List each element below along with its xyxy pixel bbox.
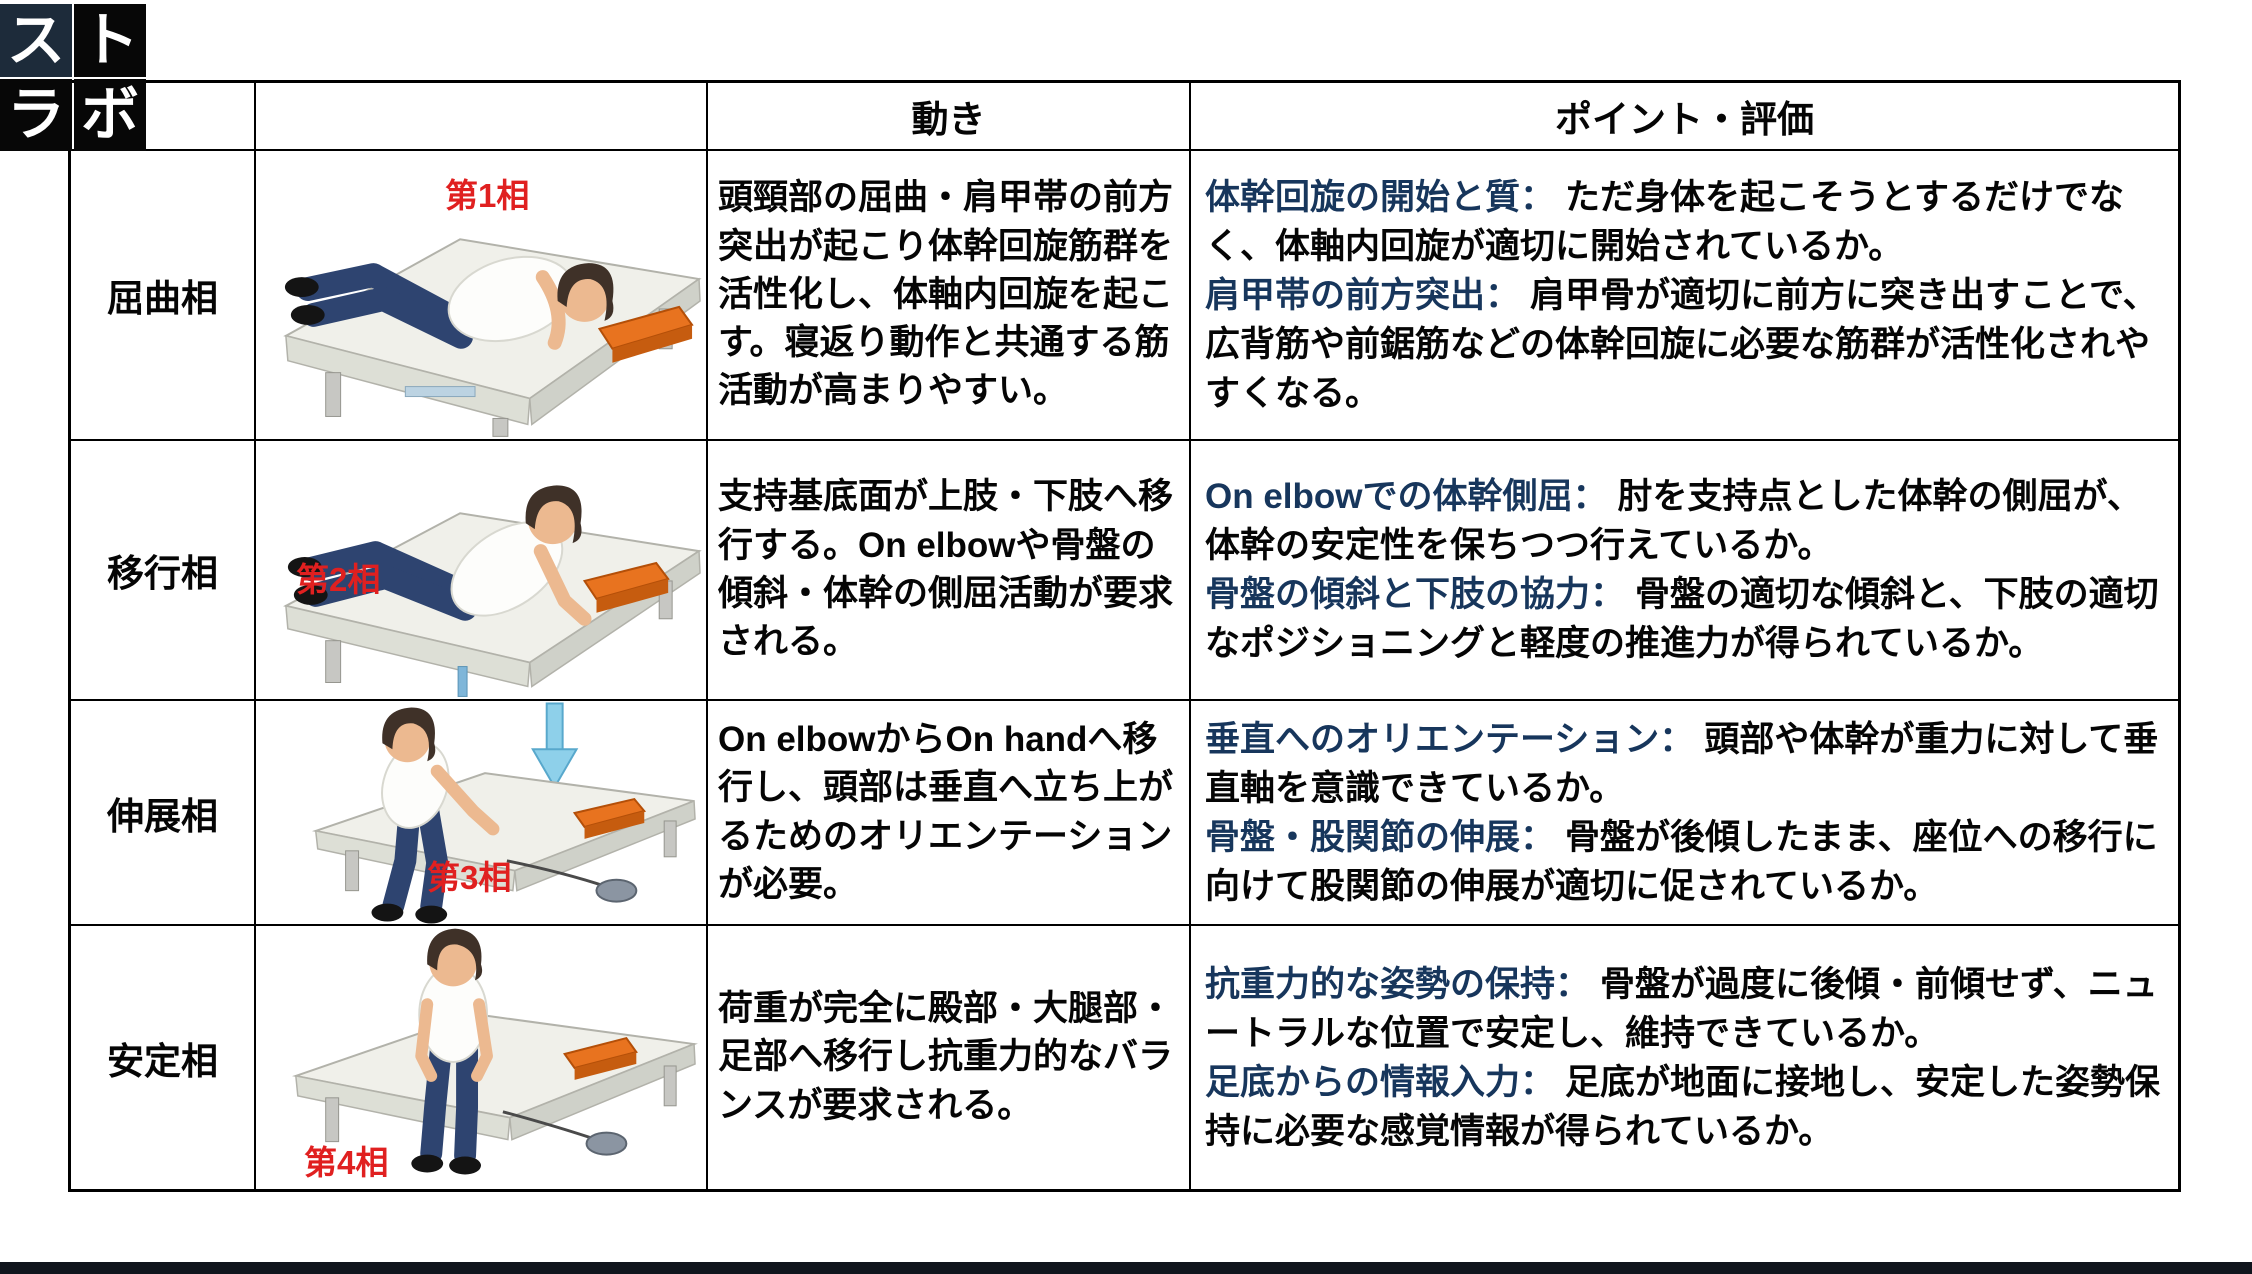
sitting-upright-illustration: [291, 928, 698, 1175]
row-label-stability-phase: 安定相: [71, 926, 254, 1189]
bottom-window-edge-bar: [0, 1262, 2252, 1274]
phase-evaluation-table: 動き ポイント・評価 屈曲相: [68, 80, 2181, 1192]
logo-tile: ラ: [0, 79, 72, 151]
point-body: 頭部や体幹が重力に対して垂直軸を意識できているか。: [1205, 719, 2159, 808]
point-body: 肩甲骨が適切に前方に突き出すことで、広背筋や前鋸筋などの体幹回旋に必要な筋群が活…: [1205, 275, 2158, 413]
point-item: 足底からの情報入力：足底が地面に接地し、安定した姿勢保持に必要な感覚情報が得られ…: [1205, 1058, 2164, 1156]
movement-text-phase-3: On elbowからOn handへ移行し、頭部は垂直へ立ち上がるためのオリエン…: [708, 701, 1189, 924]
movement-text-phase-4: 荷重が完全に殿部・大腿部・足部へ移行し抗重力的なバランスが要求される。: [708, 926, 1189, 1189]
points-text-phase-2: On elbowでの体幹側屈：肘を支持点とした体幹の側屈が、体幹の安定性を保ちつ…: [1191, 441, 2178, 699]
point-lead: 肩甲帯の前方突出：: [1205, 275, 1521, 315]
point-lead: 体幹回旋の開始と質：: [1205, 177, 1556, 217]
logo-tile: ボ: [74, 79, 146, 151]
point-lead: 骨盤・股関節の伸展：: [1205, 817, 1556, 857]
header-cell-points: ポイント・評価: [1191, 83, 2178, 149]
header-cell-movement: 動き: [708, 83, 1189, 149]
phase-tag-1: 第1相: [445, 177, 530, 214]
point-lead: 足底からの情報入力：: [1205, 1062, 1556, 1102]
phase-tag-3: 第3相: [427, 859, 512, 896]
phase-tag-4: 第4相: [304, 1144, 389, 1181]
point-lead: 骨盤の傾斜と下肢の協力：: [1205, 575, 1626, 614]
point-lead: 抗重力的な姿勢の保持：: [1205, 964, 1591, 1004]
point-item: 抗重力的な姿勢の保持：骨盤が過度に後傾・前傾せず、ニュートラルな位置で安定し、維…: [1205, 960, 2164, 1058]
points-text-phase-3: 垂直へのオリエンテーション：頭部や体幹が重力に対して垂直軸を意識できているか。 …: [1191, 701, 2178, 924]
point-lead: On elbowでの体幹側屈：: [1205, 477, 1608, 516]
on-elbow-illustration: [283, 485, 702, 697]
sutorabo-logo: ス ト ラ ボ: [0, 4, 146, 151]
points-text-phase-4: 抗重力的な姿勢の保持：骨盤が過度に後傾・前傾せず、ニュートラルな位置で安定し、維…: [1191, 926, 2178, 1189]
point-body: 足底が地面に接地し、安定した姿勢保持に必要な感覚情報が得られているか。: [1205, 1062, 2161, 1151]
logo-tile: ト: [74, 4, 146, 77]
point-body: ただ身体を起こそうとするだけでなく、体軸内回旋が適切に開始されているか。: [1205, 177, 2124, 266]
sitting-on-hand-illustration: [311, 702, 696, 924]
row-label-transition-phase: 移行相: [71, 441, 254, 699]
phase-tag-2: 第2相: [296, 561, 381, 598]
illustration-phase-3: 第3相: [256, 701, 706, 924]
point-item: On elbowでの体幹側屈：肘を支持点とした体幹の側屈が、体幹の安定性を保ちつ…: [1205, 472, 2164, 570]
movement-text-phase-2: 支持基底面が上肢・下肢へ移行する。On elbowや骨盤の傾斜・体幹の側屈活動が…: [708, 441, 1189, 699]
point-item: 体幹回旋の開始と質：ただ身体を起こそうとするだけでなく、体軸内回旋が適切に開始さ…: [1205, 173, 2164, 271]
points-text-phase-1: 体幹回旋の開始と質：ただ身体を起こそうとするだけでなく、体軸内回旋が適切に開始さ…: [1191, 151, 2178, 439]
point-item: 骨盤の傾斜と下肢の協力：骨盤の適切な傾斜と、下肢の適切なポジショニングと軽度の推…: [1205, 570, 2164, 668]
point-body: 骨盤が後傾したまま、座位への移行に向けて股関節の伸展が適切に促されているか。: [1205, 817, 2158, 906]
point-item: 垂直へのオリエンテーション：頭部や体幹が重力に対して垂直軸を意識できているか。: [1205, 715, 2164, 813]
logo-tile: ス: [0, 4, 72, 77]
point-item: 骨盤・股関節の伸展：骨盤が後傾したまま、座位への移行に向けて股関節の伸展が適切に…: [1205, 813, 2164, 911]
point-body: 骨盤が過度に後傾・前傾せず、ニュートラルな位置で安定し、維持できているか。: [1205, 964, 2158, 1053]
movement-text-phase-1: 頭頸部の屈曲・肩甲帯の前方突出が起こり体幹回旋筋群を活性化し、体軸内回旋を起こす…: [708, 151, 1189, 439]
point-lead: 垂直へのオリエンテーション：: [1205, 719, 1695, 759]
point-item: 肩甲帯の前方突出：肩甲骨が適切に前方に突き出すことで、広背筋や前鋸筋などの体幹回…: [1205, 271, 2164, 418]
point-body: 骨盤の適切な傾斜と、下肢の適切なポジショニングと軽度の推進力が得られているか。: [1205, 575, 2159, 663]
point-body: 肘を支持点とした体幹の側屈が、体幹の安定性を保ちつつ行えているか。: [1205, 477, 2142, 565]
row-label-extension-phase: 伸展相: [71, 701, 254, 924]
header-cell-empty-image: [256, 83, 706, 149]
side-lying-illustration: [283, 238, 702, 437]
illustration-phase-1: 第1相: [256, 151, 706, 439]
illustration-phase-4: 第4相: [256, 926, 706, 1189]
row-label-flexion-phase: 屈曲相: [71, 151, 254, 439]
illustration-phase-2: 第2相: [256, 441, 706, 699]
